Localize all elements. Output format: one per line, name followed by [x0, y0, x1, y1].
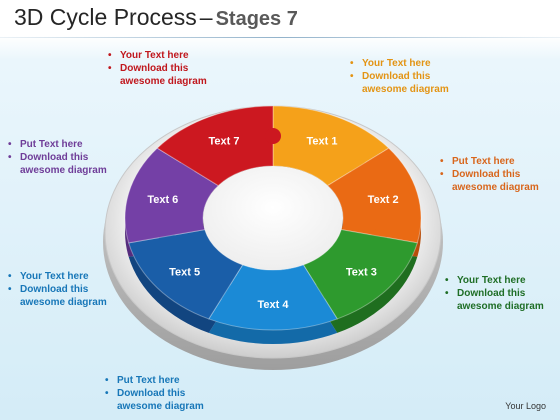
- segment-labels: Text 1 Text 2 Text 3 Text 4 Text 5 Text 6 Text…: [147, 136, 398, 311]
- segment-label-6: Text 6: [147, 194, 178, 206]
- callout-left-purple: Put Text here Download this awesome diag…: [6, 138, 121, 177]
- callout-left-purple-line1: Put Text here: [6, 138, 121, 151]
- callout-left-purple-line2: Download this awesome diagram: [6, 151, 121, 177]
- callout-top-orange-line1: Your Text here: [348, 57, 468, 70]
- segment-label-5: Text 5: [169, 267, 200, 279]
- callout-right-orange: Put Text here Download this awesome diag…: [438, 155, 556, 194]
- segment-label-3: Text 3: [346, 267, 377, 279]
- segment-label-1: Text 1: [307, 136, 338, 148]
- callout-bottom-blue: Put Text here Download this awesome diag…: [103, 374, 223, 413]
- callout-right-green-line1: Your Text here: [443, 274, 556, 287]
- title-divider: [0, 37, 560, 38]
- title-subtitle: Stages 7: [215, 8, 298, 30]
- callout-top-orange: Your Text here Download this awesome dia…: [348, 57, 468, 96]
- callout-left-blue-line1: Your Text here: [6, 270, 121, 283]
- segment-label-7: Text 7: [208, 136, 239, 148]
- logo-placeholder: Your Logo: [505, 401, 546, 411]
- callout-left-blue-line2: Download this awesome diagram: [6, 283, 121, 309]
- callout-right-green: Your Text here Download this awesome dia…: [443, 274, 556, 313]
- title-dash: –: [199, 4, 213, 30]
- segment-label-2: Text 2: [368, 194, 399, 206]
- callout-top-orange-line2: Download this awesome diagram: [348, 70, 468, 96]
- callout-right-green-line2: Download this awesome diagram: [443, 287, 556, 313]
- callout-bottom-blue-line1: Put Text here: [103, 374, 223, 387]
- ring-segments: [124, 105, 422, 331]
- center-hole: [203, 166, 343, 270]
- callout-bottom-blue-line2: Download this awesome diagram: [103, 387, 223, 413]
- puzzle-knob-7: [265, 128, 281, 144]
- callout-right-orange-line2: Download this awesome diagram: [438, 168, 556, 194]
- slide-title: 3D Cycle Process–Stages 7: [14, 4, 298, 31]
- callout-left-blue: Your Text here Download this awesome dia…: [6, 270, 121, 309]
- title-main: 3D Cycle Process: [14, 4, 197, 30]
- segment-label-4: Text 4: [258, 299, 290, 311]
- callout-top-red-line1: Your Text here: [106, 49, 236, 62]
- callout-right-orange-line1: Put Text here: [438, 155, 556, 168]
- callout-top-red-line2: Download this awesome diagram: [106, 62, 236, 88]
- callout-top-red: Your Text here Download this awesome dia…: [106, 49, 236, 88]
